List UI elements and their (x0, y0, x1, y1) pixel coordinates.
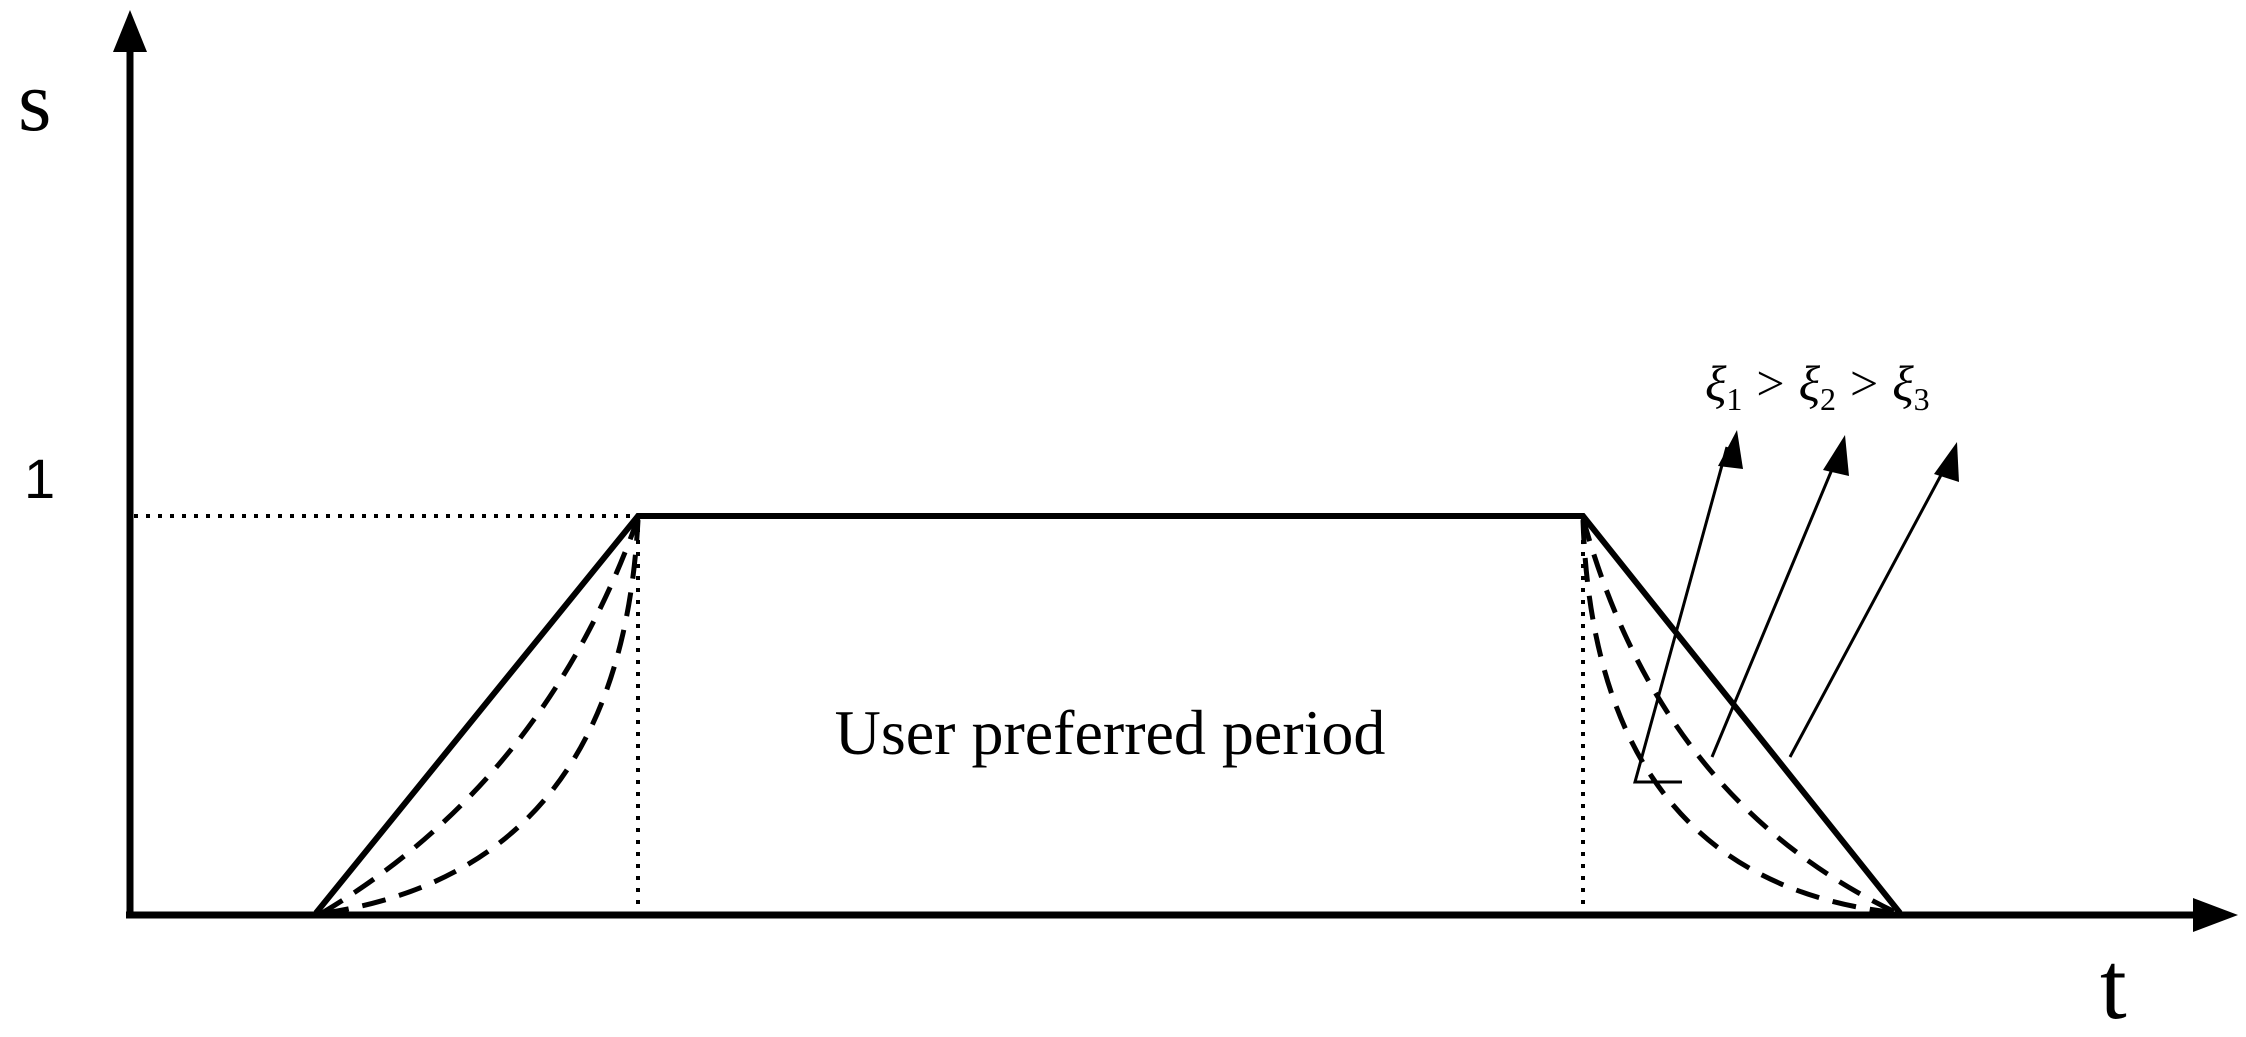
y-axis-label: s (18, 53, 51, 149)
y-tick-label-one: 1 (24, 447, 55, 510)
annotation-arrowheads (1718, 430, 1959, 482)
trapezoid-curve (313, 513, 1903, 915)
falling-curve-xi-1 (1580, 519, 1898, 916)
relation-operator-1: > (1756, 355, 1784, 411)
arrowhead-xi-3 (1934, 442, 1959, 482)
x-axis-label: t (2100, 932, 2127, 1037)
axes: s t 1 (18, 10, 2238, 1037)
rising-curve-xi-1 (324, 519, 641, 916)
xi-subscript-2: 2 (1820, 381, 1836, 417)
xi-subscript-3: 3 (1914, 381, 1930, 417)
xi-subscript-1: 1 (1726, 381, 1742, 417)
xi-symbol-1: ξ (1705, 355, 1727, 411)
falling-curve-xi-2 (1580, 517, 1899, 916)
user-preferred-period-label: User preferred period (835, 697, 1386, 768)
arrow-xi-3 (1788, 461, 1950, 758)
xi-symbol-2: ξ (1799, 355, 1821, 411)
arrowhead-xi-2 (1823, 435, 1849, 476)
relation-operator-2: > (1850, 355, 1878, 411)
x-axis-arrowhead (2193, 898, 2238, 932)
arrow-xi-2 (1710, 454, 1840, 758)
annotation-arrows (1633, 446, 1950, 784)
arrowhead-xi-1 (1718, 430, 1743, 469)
xi-symbol-3: ξ (1892, 355, 1914, 411)
rising-dashed-curves (320, 517, 641, 916)
xi-relation-label: ξ1>ξ2>ξ3 (1705, 355, 1930, 417)
rising-curve-xi-2 (320, 517, 641, 916)
arrow-xi-1 (1633, 446, 1729, 784)
y-axis-arrowhead (113, 10, 147, 52)
falling-dashed-curves (1580, 517, 1899, 916)
